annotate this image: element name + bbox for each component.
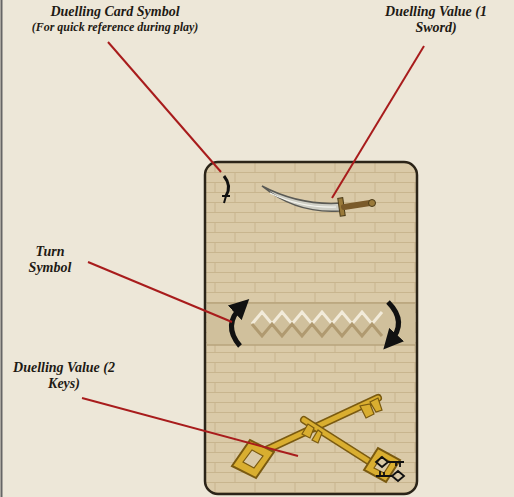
- sword-illustration: [262, 186, 376, 216]
- callout-note: (For quick reference during play): [10, 21, 220, 35]
- sword-symbol: [222, 176, 230, 203]
- card-band: [207, 303, 415, 345]
- key-illustration: [232, 398, 400, 482]
- callout-label: Duelling Card Symbol: [20, 4, 210, 20]
- turn-arrow: [231, 306, 242, 346]
- duelling-card: [205, 162, 417, 494]
- leader-lines: [82, 42, 424, 456]
- keys-symbol: [376, 457, 404, 481]
- callout-label: Turn Symbol: [18, 244, 82, 276]
- turn-arrow: [388, 302, 399, 342]
- callout-label: Duelling Value (1 Sword): [380, 4, 492, 36]
- callout-label: Duelling Value (2 Keys): [8, 360, 120, 392]
- page-rule: [1, 0, 3, 497]
